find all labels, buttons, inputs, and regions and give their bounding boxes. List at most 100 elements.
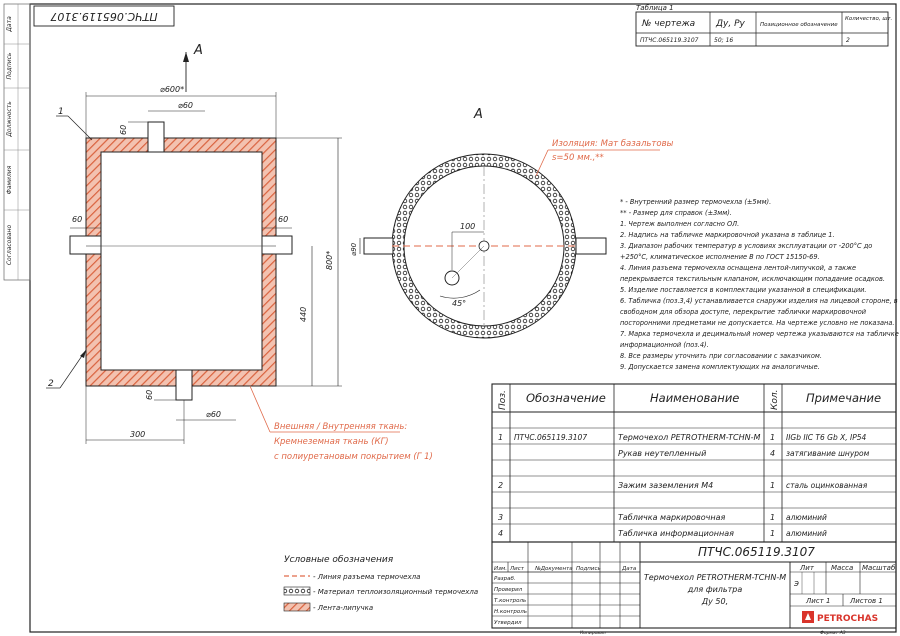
spec-row5-qty: 1	[770, 529, 775, 538]
spec-row5-note: алюминий	[786, 529, 827, 538]
note-line: свободном для обзора доступе, перекрытие…	[620, 308, 867, 316]
tb-name-2: для фильтра	[687, 585, 743, 594]
spec-h-name: Наименование	[650, 391, 739, 405]
spec-h-qty: Кол.	[770, 389, 780, 410]
spec-table	[491, 383, 897, 543]
dim-60-top-height: 60	[119, 125, 128, 135]
spec-table-text: Поз. Обозначение Наименование Кол. Приме…	[498, 389, 881, 538]
format-a3: Формат А3	[820, 630, 846, 636]
side-label-surname: Фамилия	[6, 165, 13, 194]
note-line: 3. Диапазон рабочих температур в условия…	[620, 242, 872, 250]
note-line: 2. Надпись на табличке маркировочной ука…	[620, 231, 835, 239]
insulation-note-2: s=50 мм.,**	[552, 153, 604, 163]
stamp-top-left: ПТЧС.065119.3107	[33, 5, 175, 27]
title-block-text: ПТЧС.065119.3107 Изм. Лист №Документа По…	[494, 545, 896, 636]
side-label-date: Дата	[6, 16, 13, 33]
note-line: перекрывается текстильным клапаном, искл…	[620, 275, 885, 283]
spec-row4-name: Табличка маркировочная	[618, 513, 726, 522]
pos-2: 2	[48, 379, 54, 389]
legend-insulation: - Материал теплоизоляционный термочехла	[313, 588, 478, 596]
logo-text: PETROCHAS	[817, 614, 878, 624]
table1-row-qty: 2	[846, 37, 850, 44]
tb-h-mass: Масса	[831, 564, 853, 572]
title-code: ПТЧС.065119.3107	[698, 545, 815, 559]
note-line: посторонними предметами не допускается. …	[620, 319, 894, 327]
spec-row3-note: сталь оцинкованная	[786, 481, 868, 490]
copied-by: Копировал	[580, 630, 606, 636]
note-line: 8. Все размеры уточнить при согласовании…	[620, 352, 822, 360]
dim-300: 300	[130, 430, 145, 439]
tb-h-scale: Масштаб	[862, 564, 896, 572]
section-nozzle-left	[363, 237, 394, 255]
tb-sheets: Листов 1	[849, 597, 883, 605]
cover-wall	[85, 137, 277, 387]
note-line: +250°С, климатическое исполнение В по ГО…	[620, 253, 820, 261]
spec-row2-name: Рукав неутепленный	[618, 449, 706, 458]
nozzle-top	[147, 121, 165, 153]
note-line: 9. Допускается замена комплектующих на а…	[620, 363, 820, 371]
table1-h-qty: Количество, шт.	[845, 16, 893, 22]
nozzle-bottom	[175, 369, 193, 401]
dim-440: 440	[299, 307, 308, 322]
spec-h-pos: Поз.	[498, 390, 508, 410]
tb-h-doc: №Документа	[534, 566, 573, 572]
note-line: 7. Марка термочехла и децимальный номер …	[620, 330, 899, 338]
tb-razrab: Разраб.	[494, 576, 516, 582]
dim-45: 45°	[452, 299, 466, 308]
fabric-note-3: с полиуретановым покрытием (Г 1)	[274, 452, 433, 462]
legend-title: Условные обозначения	[284, 555, 394, 565]
legend-velcro: - Лента-липучка	[313, 604, 373, 612]
nozzle-right	[261, 235, 293, 255]
petrochas-logo: PETROCHAS	[802, 611, 878, 624]
spec-row4-pos: 3	[498, 513, 503, 522]
note-line: информационной (поз.4).	[620, 341, 709, 349]
spec-row5-name: Табличка информационная	[618, 529, 734, 538]
spec-row2-note: затягивание шнуром	[786, 449, 870, 458]
spec-row5-pos: 4	[498, 529, 503, 538]
tb-tkontr: Т.контроль	[494, 598, 526, 604]
side-label-position: Должность	[6, 101, 13, 138]
table-1: Таблица 1 № чертежа Ду, Ру Позиционное о…	[635, 4, 893, 47]
dim-60-bottom: ⌀60	[206, 410, 221, 419]
view-a-label: А	[193, 43, 203, 58]
table1-h-pos: Позиционное обозначение	[760, 22, 838, 28]
tb-sheet: Лист 1	[805, 597, 830, 605]
spec-row4-note: алюминий	[786, 513, 827, 522]
spec-row3-qty: 1	[770, 481, 775, 490]
table1-row-code: ПТЧС.065119.3107	[640, 37, 699, 44]
section-a-label: А	[473, 107, 483, 122]
spec-row3-name: Зажим заземления М4	[618, 481, 713, 490]
table1-title: Таблица 1	[636, 4, 674, 12]
table1-h-du: Ду, Ру	[715, 19, 746, 29]
insulation-note-1: Изоляция: Мат базальтовы	[552, 139, 674, 149]
legend: Условные обозначения - Линия разъема тер…	[283, 555, 478, 612]
spec-row1-note: IIGb IIC T6 Gb X, IP54	[786, 433, 867, 442]
dim-800: 800*	[325, 251, 334, 270]
spec-row1-name: Термочехол PETROTHERM-TCHN-M	[618, 433, 760, 442]
note-line: 5. Изделие поставляется в комплектации у…	[620, 286, 867, 294]
dim-90: ⌀90	[350, 242, 358, 256]
spec-row3-pos: 2	[498, 481, 503, 490]
tb-name-3: Ду 50,	[701, 597, 728, 606]
spec-row1-pos: 1	[498, 433, 503, 442]
fabric-note-2: Кремнеземная ткань (КГ)	[274, 437, 389, 447]
tb-h-list: Лист	[509, 566, 525, 572]
note-line: 4. Линия разъема термочехла оснащена лен…	[620, 264, 856, 272]
dim-60-bottom-height: 60	[145, 390, 154, 400]
tb-name-1: Термочехол PETROTHERM-TCHN-M	[644, 573, 786, 582]
tb-h-date: Дата	[621, 566, 637, 572]
stamp-code: ПТЧС.065119.3107	[50, 10, 157, 23]
side-label-sign: Подпись	[6, 52, 13, 79]
nozzle-left	[69, 235, 102, 255]
table1-row-du: 50; 16	[714, 37, 733, 44]
dim-100: 100	[460, 222, 475, 231]
tb-utv: Утвердил	[494, 620, 522, 626]
technical-notes: * - Внутренний размер термочехла (±5мм).…	[620, 198, 899, 371]
note-line: * - Внутренний размер термочехла (±5мм).	[620, 198, 771, 206]
section-nozzle-right	[575, 237, 607, 255]
tb-lit-value: Э	[793, 580, 799, 588]
binding-strip: Дата Подпись Должность Фамилия Согласова…	[3, 3, 31, 281]
dim-60-right: 60	[278, 215, 288, 224]
dim-60-left: 60	[72, 215, 82, 224]
note-line: 1. Чертеж выполнен согласно ОЛ.	[620, 220, 739, 228]
